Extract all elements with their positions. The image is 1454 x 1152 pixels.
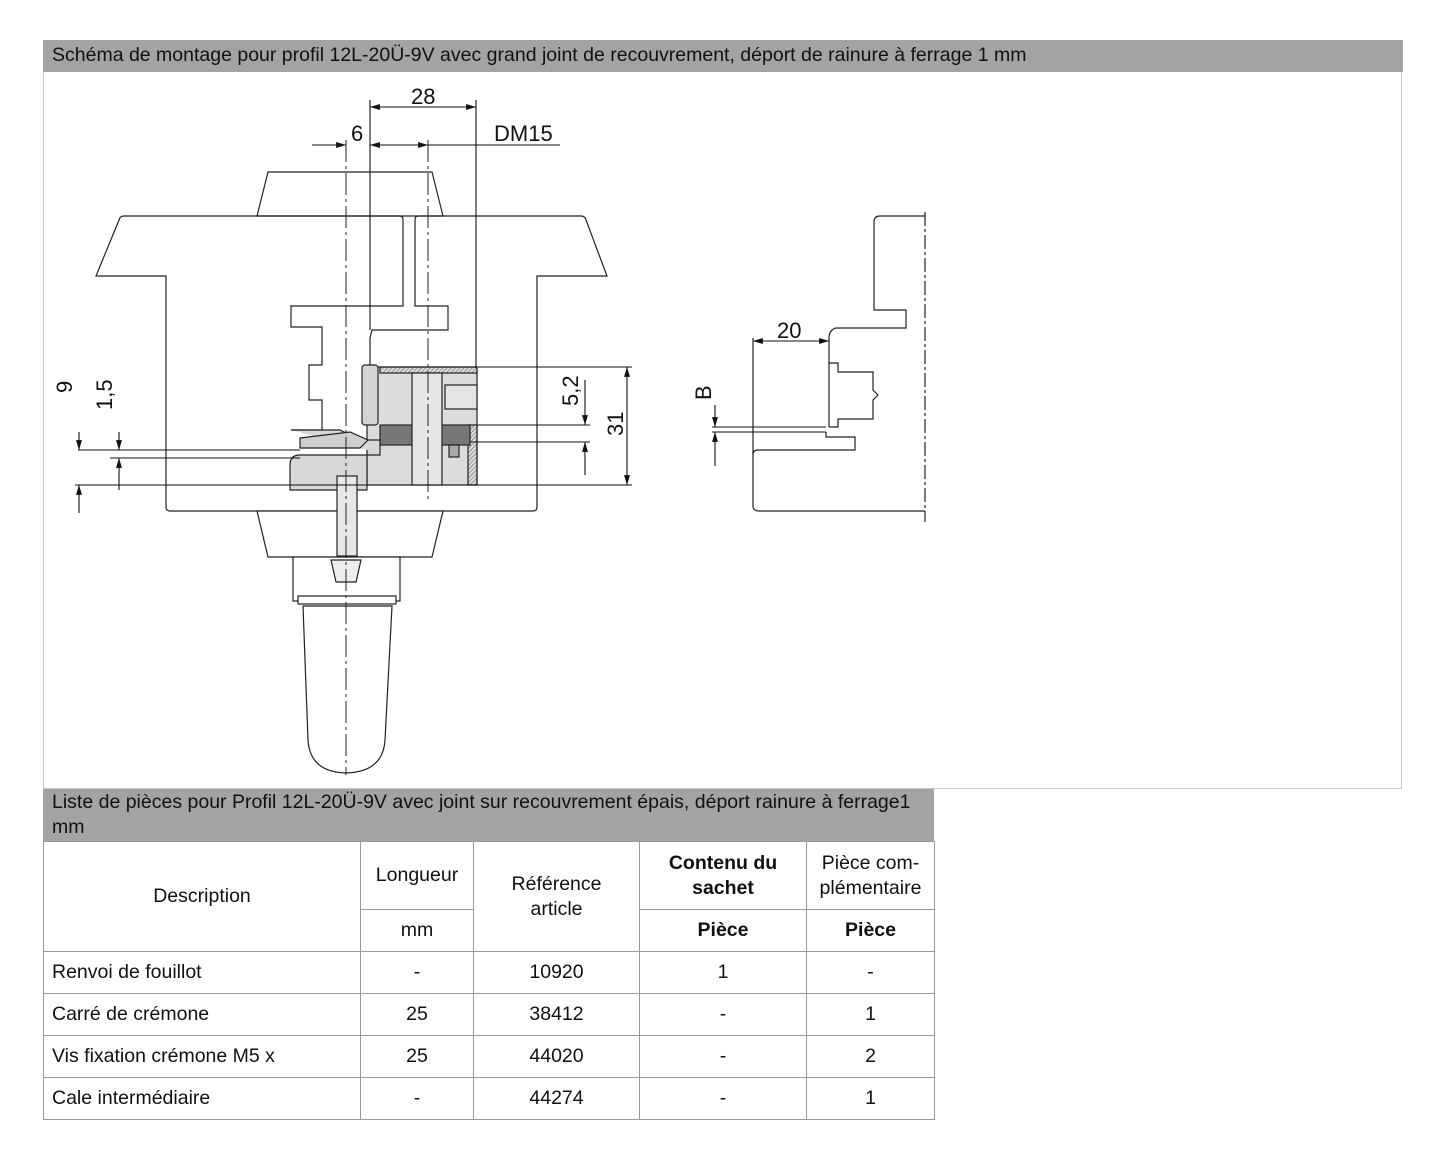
cell-reference: 38412	[473, 993, 640, 1036]
header-description: Description	[43, 841, 361, 952]
cell-contenu: -	[639, 1035, 807, 1078]
cell-complementaire: 1	[806, 1077, 935, 1120]
top-rosette	[256, 171, 444, 217]
cell-longueur: -	[360, 1077, 474, 1120]
dim-1-5: 1,5	[92, 379, 117, 410]
cell-longueur: 25	[360, 1035, 474, 1078]
table-row: Cale intermédiaire - 44274 - 1	[43, 1077, 935, 1120]
header-complementaire-label: Pièce com-plémentaire	[819, 851, 922, 899]
cell-description: Renvoi de fouillot	[43, 951, 361, 994]
section-title-parts-list: Liste de pièces pour Profil 12L-20Ü-9V a…	[43, 789, 934, 841]
header-contenu-label: Contenu du sachet	[668, 851, 778, 899]
cell-longueur: 25	[360, 993, 474, 1036]
dim-9: 9	[52, 381, 77, 393]
cell-longueur: -	[360, 951, 474, 994]
screw	[336, 475, 358, 557]
profile-body	[95, 215, 608, 512]
header-longueur: Longueur	[360, 841, 474, 910]
main-section-view	[95, 171, 608, 774]
cell-contenu: -	[639, 993, 807, 1036]
dimension-labels: 28 6 DM15 9 1,5 5,2 31 20 B	[52, 84, 801, 436]
header-reference: Référence article	[473, 841, 640, 952]
cell-contenu: -	[639, 1077, 807, 1120]
dim-28: 28	[411, 84, 435, 109]
side-view	[752, 212, 926, 522]
dim-31: 31	[603, 412, 628, 436]
header-reference-label: Référence article	[511, 872, 602, 920]
header-complementaire-unit: Pièce	[806, 909, 935, 952]
cell-reference: 10920	[473, 951, 640, 994]
mounting-diagram: 28 6 DM15 9 1,5 5,2 31 20 B	[52, 84, 926, 775]
cell-complementaire: -	[806, 951, 935, 994]
cell-reference: 44020	[473, 1035, 640, 1078]
dim-b: B	[691, 385, 716, 400]
dimension-lines	[75, 100, 632, 513]
header-longueur-unit: mm	[360, 909, 474, 952]
dim-20: 20	[777, 318, 801, 343]
diagram-frame	[43, 72, 1402, 789]
header-contenu-unit: Pièce	[639, 909, 807, 952]
cell-complementaire: 1	[806, 993, 935, 1036]
parts-table: Description Longueur Référence article C…	[43, 841, 935, 1120]
header-contenu: Contenu du sachet	[639, 841, 807, 910]
cell-description: Cale intermédiaire	[43, 1077, 361, 1120]
table-row: Carré de crémone 25 38412 - 1	[43, 993, 935, 1036]
cell-contenu: 1	[639, 951, 807, 994]
dim-5-2: 5,2	[558, 375, 583, 406]
header-complementaire: Pièce com-plémentaire	[806, 841, 935, 910]
cell-complementaire: 2	[806, 1035, 935, 1078]
cell-reference: 44274	[473, 1077, 640, 1120]
dim-6: 6	[351, 121, 363, 146]
handle-grip	[302, 605, 393, 774]
cell-description: Carré de crémone	[43, 993, 361, 1036]
table-row: Vis fixation crémone M5 x 25 44020 - 2	[43, 1035, 935, 1078]
dim-dm15: DM15	[494, 121, 553, 146]
section-title-mounting-diagram: Schéma de montage pour profil 12L-20Ü-9V…	[43, 40, 1403, 72]
cell-description: Vis fixation crémone M5 x	[43, 1035, 361, 1078]
table-row: Renvoi de fouillot - 10920 1 -	[43, 951, 935, 994]
